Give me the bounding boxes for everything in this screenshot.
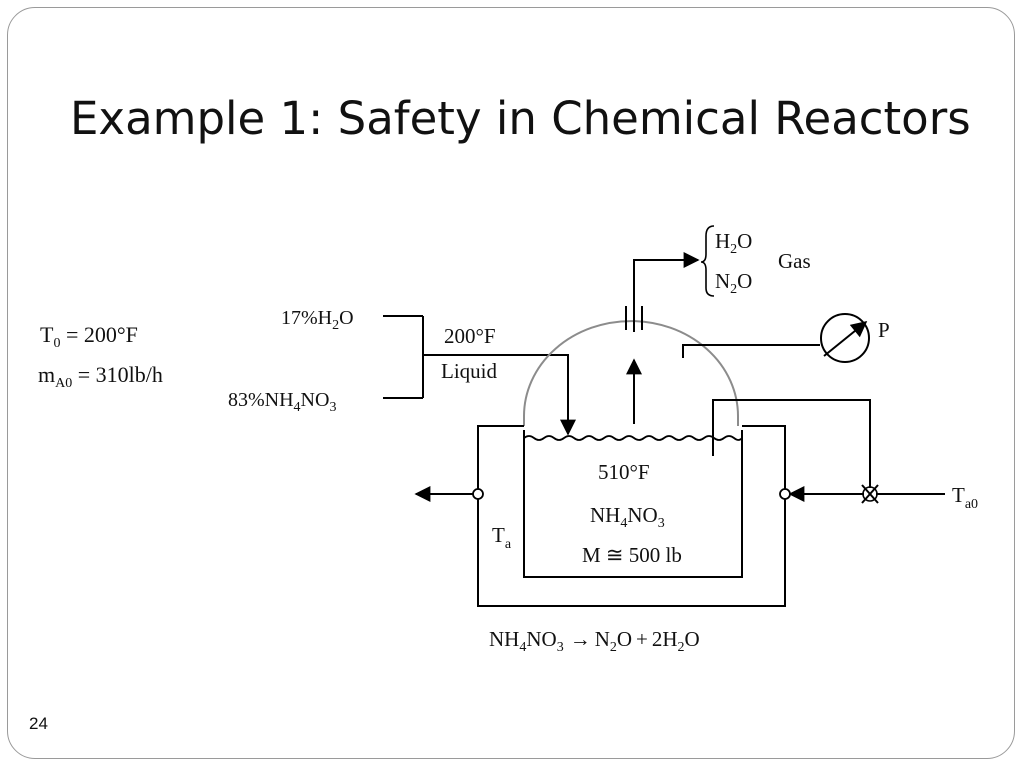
- feed-inlet-arrow: [423, 354, 576, 436]
- control-valve: [862, 486, 878, 502]
- jacket-outer-wall: [477, 425, 786, 607]
- gauge-needle: [823, 320, 868, 357]
- coolant-inlet-port: [779, 488, 791, 500]
- nitrate-fraction-label: 83%NH4NO3: [228, 389, 336, 415]
- slide-frame: [7, 7, 1015, 759]
- jacket-temperature-label: Ta: [492, 523, 512, 552]
- gas-nitrous-oxide-label: N2O: [715, 269, 752, 297]
- inlet-temperature-label: 200°F: [444, 324, 496, 348]
- liquid-surface: [523, 435, 743, 441]
- reaction-equation: NH4NO3→N2O+2H2O: [489, 627, 700, 655]
- water-fraction-label: 17%H2O: [281, 307, 354, 333]
- coolant-inlet-temperature-label: Ta0: [952, 483, 978, 512]
- feed-temperature-label: T0 = 200°F: [40, 322, 138, 351]
- feed-mass-flow-label: mA0 = 310lb/h: [38, 362, 163, 391]
- gas-water-label: H2O: [715, 229, 752, 257]
- gas-outlet-pipe: [633, 252, 700, 332]
- gas-brace: [700, 225, 715, 297]
- gas-label: Gas: [778, 249, 811, 273]
- reactor-dome: [523, 320, 739, 426]
- reactor-temperature-label: 510°F: [598, 460, 650, 484]
- temperature-probe-line: [712, 399, 871, 488]
- control-valve-x2: [861, 484, 879, 504]
- page-number: 24: [29, 714, 48, 733]
- coolant-outlet-port: [472, 488, 484, 500]
- slide-title: Example 1: Safety in Chemical Reactors: [70, 92, 971, 145]
- pressure-label: P: [878, 318, 890, 342]
- reactor-contents-label: NH4NO3: [590, 503, 665, 531]
- gauge-line: [682, 344, 820, 358]
- reactor-mass-label: M ≅ 500 lb: [582, 543, 682, 567]
- inlet-phase-label: Liquid: [441, 359, 497, 383]
- reactor-vessel-wall: [523, 430, 743, 578]
